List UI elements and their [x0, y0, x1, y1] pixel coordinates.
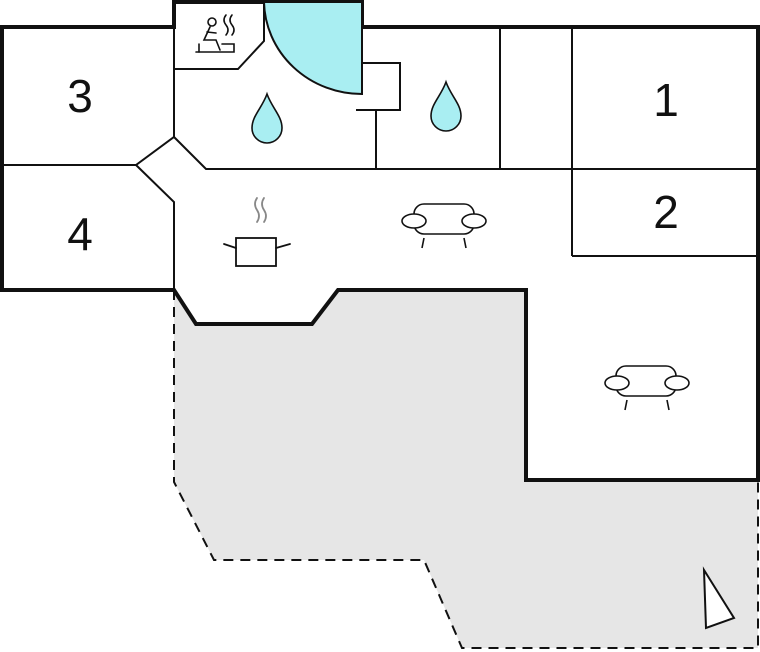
building-outline	[0, 0, 760, 482]
shower-area	[262, 0, 363, 96]
sofa-icon-1	[401, 203, 487, 249]
terrace-area	[174, 290, 758, 648]
north-arrow-icon	[702, 566, 736, 630]
room-label-3: 3	[67, 70, 93, 122]
sofa-icon-2	[604, 365, 690, 411]
sauna-icon	[195, 14, 235, 53]
terrace-boundary	[173, 290, 759, 649]
room-label-1: 1	[653, 74, 679, 126]
cooking-pot-icon	[223, 197, 291, 267]
room-label-4: 4	[67, 208, 93, 260]
room-label-2: 2	[653, 186, 679, 238]
interior-walls	[2, 2, 758, 290]
water-drop-icon-2	[430, 79, 462, 132]
water-drop-icon-1	[251, 91, 283, 144]
